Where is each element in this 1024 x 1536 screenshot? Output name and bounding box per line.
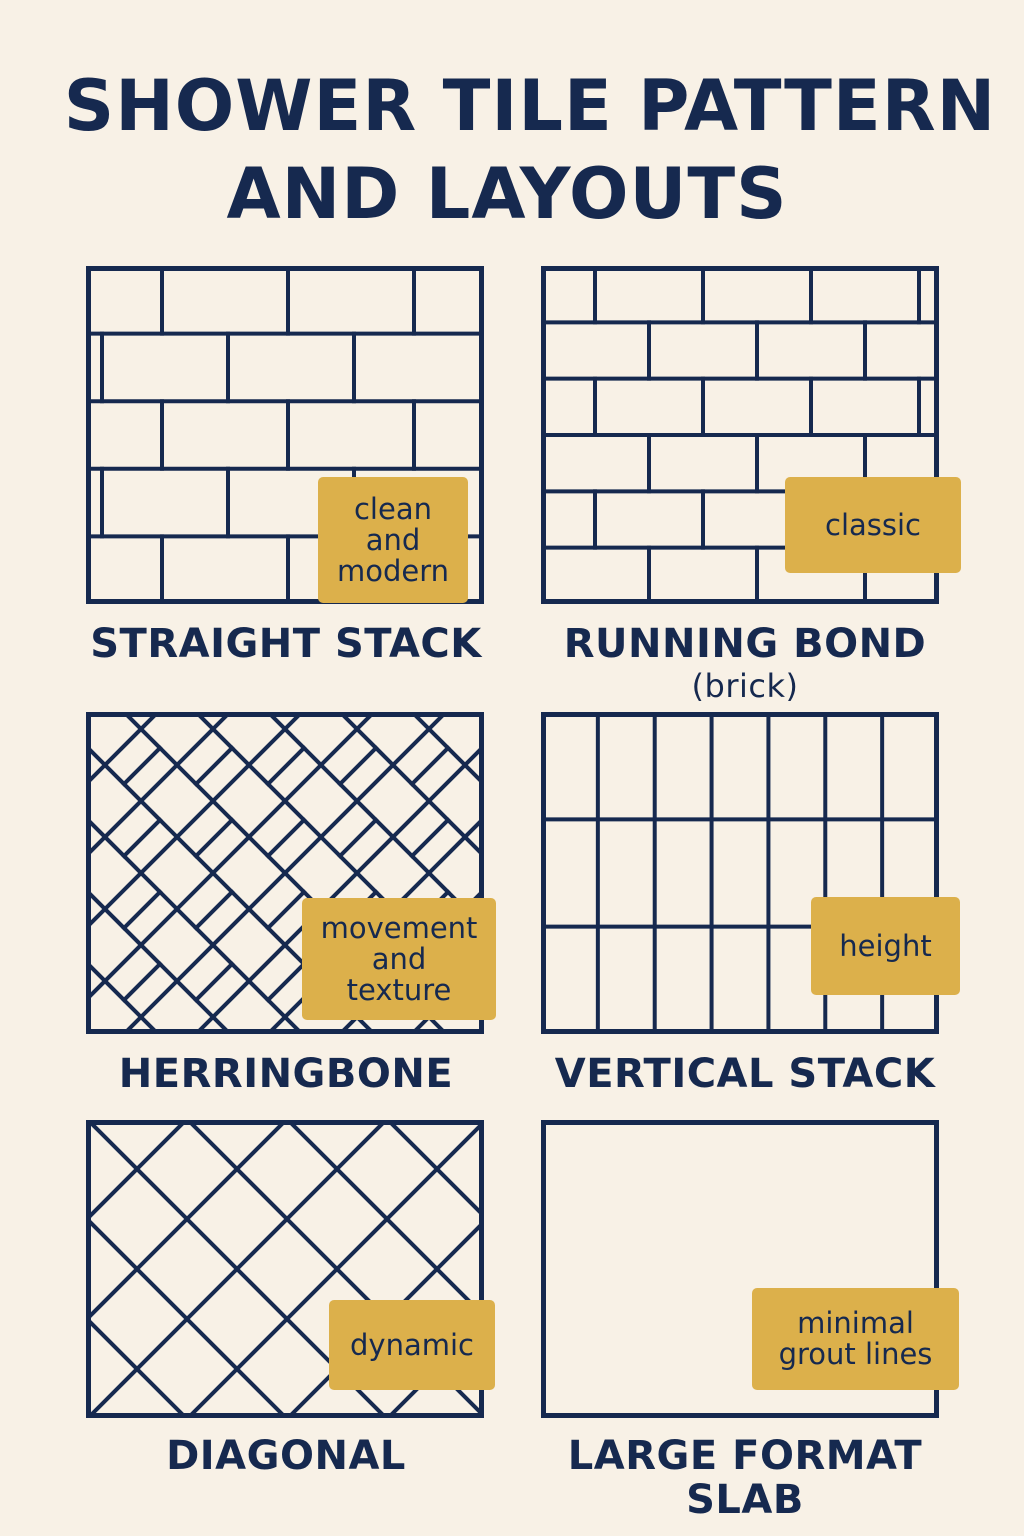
diagonal-diagram [86,1120,484,1418]
running-bond-diagram [541,266,939,604]
caption-subtext: (brick) [691,667,799,705]
diagonal-caption: DIAGONAL [66,1434,506,1478]
panel-frame [86,266,484,604]
grout-line [86,712,305,931]
tag-text: minimal [797,1306,914,1340]
grout-line [337,712,484,859]
tag-text: movement [320,910,478,945]
panel-frame [541,1120,939,1418]
vertical-stack-caption: VERTICAL STACK [525,1052,965,1096]
tag-text: modern [336,553,450,588]
grout-line [193,817,235,859]
straight-stack-tag: clean and modern [318,477,468,603]
page-title: SHOWER TILE PATTERN AND LAYOUTS [0,62,1024,238]
tag-text: classic [825,507,921,542]
grout-line [265,745,307,787]
large-format-slab-caption: LARGE FORMAT SLAB [525,1434,965,1522]
panel-frame [541,266,939,604]
tag-text: and [371,941,427,976]
tag-text: and [365,522,421,557]
tag-text: texture [346,972,452,1007]
tag-text: clean [353,491,432,526]
tag-text: grout lines [778,1337,933,1371]
grout-line [409,712,484,787]
grout-line [193,889,235,931]
herringbone-caption: HERRINGBONE [66,1052,506,1096]
grout-line [121,817,163,859]
caption-text: HERRINGBONE [118,1051,454,1097]
caption-text: VERTICAL STACK [554,1051,936,1097]
tag-text: height [839,928,932,963]
grout-line [86,1215,289,1418]
grout-line [265,817,307,859]
large-format-slab-tag: minimal grout lines [752,1288,959,1390]
straight-stack-caption: STRAIGHT STACK [66,622,506,666]
panel-frame [86,1120,484,1418]
grout-line [385,1120,484,1219]
straight-stack-diagram [86,266,484,604]
title-line-2: AND LAYOUTS [226,153,788,235]
running-bond-caption: RUNNING BOND (brick) [525,622,965,704]
title-line-1: SHOWER TILE PATTERN [63,65,997,147]
herringbone-tag: movement and texture [302,898,496,1020]
grout-line [121,961,163,1003]
caption-text: SLAB [686,1477,804,1523]
large-format-slab-diagram [541,1120,939,1418]
grout-line [86,1120,289,1323]
tag-text: dynamic [350,1327,474,1362]
running-bond-tag: classic [785,477,961,573]
grout-line [193,745,235,787]
grout-line [409,817,451,859]
caption-text: DIAGONAL [166,1433,406,1479]
panel-frame [86,712,484,1034]
grout-line [86,815,305,1034]
caption-text: LARGE FORMAT [567,1433,923,1479]
panel-frame [541,712,939,1034]
caption-text: RUNNING BOND [563,621,927,667]
grout-line [337,817,379,859]
grout-line [409,745,451,787]
caption-text: STRAIGHT STACK [90,621,482,667]
grout-line [265,889,307,931]
grout-line [265,961,307,1003]
grout-line [337,745,379,787]
vertical-stack-tag: height [811,897,960,995]
grout-line [121,889,163,931]
diagonal-tag: dynamic [329,1300,495,1390]
grout-line [193,961,235,1003]
grout-line [121,745,163,787]
